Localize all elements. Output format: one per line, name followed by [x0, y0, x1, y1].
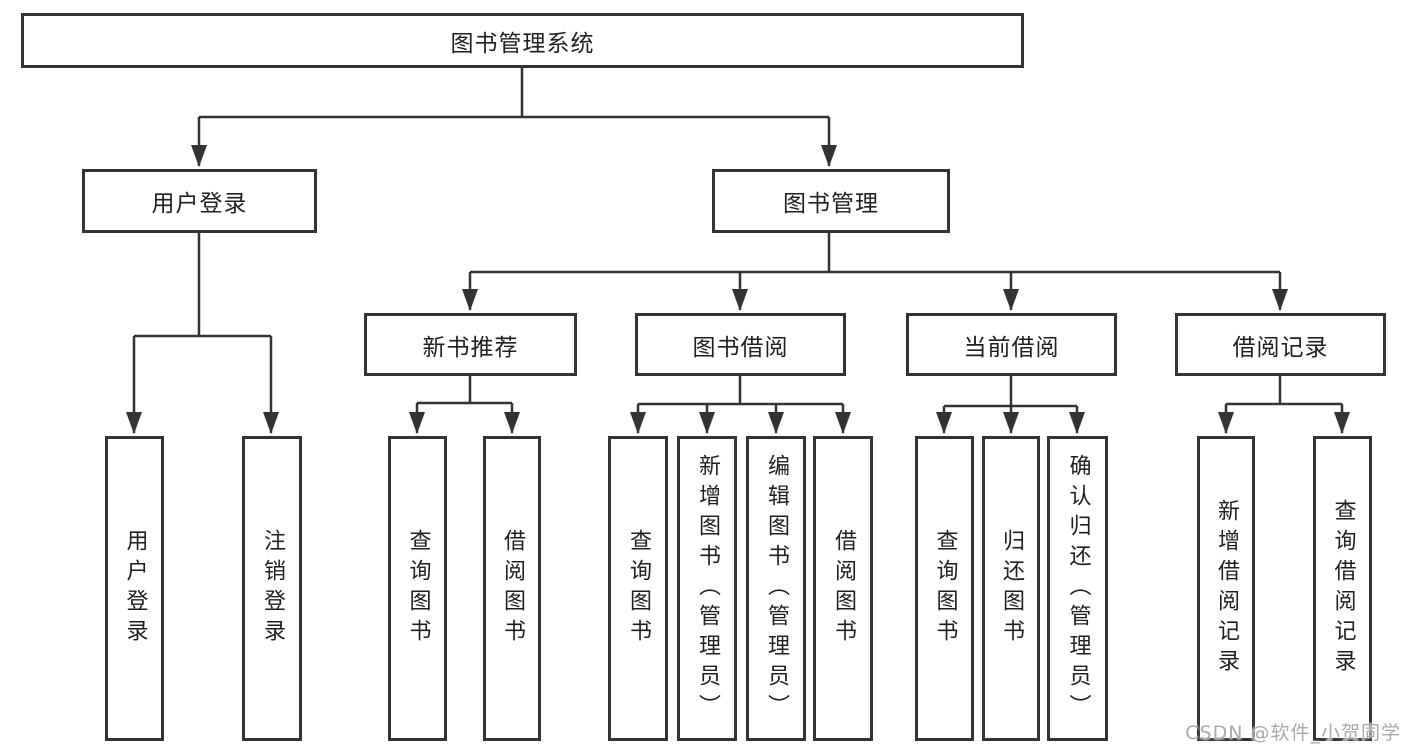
node-library-system: 图书管理系统 — [21, 13, 1024, 68]
connector-user-login — [126, 233, 279, 434]
leaf-cb-return-books: 归还图书 — [982, 436, 1040, 741]
leaf-nbr-borrow-books-label: 借阅图书 — [500, 528, 525, 649]
leaf-bb-query-books-label: 查询图书 — [626, 528, 651, 649]
connector-book-borrow — [630, 376, 851, 434]
leaf-cb-confirm-return-admin-label: 确认归还（管理员） — [1065, 453, 1091, 724]
node-current-borrow: 当前借阅 — [906, 313, 1117, 376]
leaf-bb-edit-books-admin: 编辑图书（管理员） — [746, 436, 806, 741]
leaf-bb-edit-books-admin-label: 编辑图书（管理员） — [764, 453, 789, 724]
connector-root — [191, 68, 837, 167]
csdn-watermark: CSDN @软件_小贺同学 — [1185, 722, 1401, 744]
leaf-nbr-query-books: 查询图书 — [388, 436, 447, 741]
connector-new-book-rec — [409, 376, 520, 434]
leaf-br-query-record: 查询借阅记录 — [1313, 436, 1372, 741]
leaf-logout-label: 注销登录 — [260, 528, 285, 649]
leaf-bb-borrow-books: 借阅图书 — [813, 436, 873, 741]
leaf-user-login: 用户登录 — [105, 436, 164, 741]
leaf-bb-add-books-admin-label: 新增图书（管理员） — [695, 453, 720, 724]
leaf-nbr-query-books-label: 查询图书 — [405, 528, 431, 649]
connector-current-borrow — [936, 376, 1085, 434]
leaf-cb-confirm-return-admin: 确认归还（管理员） — [1047, 436, 1108, 741]
node-book-borrow: 图书借阅 — [635, 313, 846, 376]
leaf-bb-add-books-admin: 新增图书（管理员） — [677, 436, 737, 741]
leaf-logout: 注销登录 — [242, 436, 302, 741]
node-book-mgmt: 图书管理 — [712, 169, 950, 233]
node-borrow-records: 借阅记录 — [1175, 313, 1386, 376]
leaf-br-add-record: 新增借阅记录 — [1197, 436, 1255, 741]
leaf-bb-borrow-books-label: 借阅图书 — [831, 528, 856, 649]
leaf-cb-query-books: 查询图书 — [915, 436, 974, 741]
connector-borrow-records — [1218, 376, 1350, 434]
leaf-nbr-borrow-books: 借阅图书 — [483, 436, 541, 741]
node-new-book-rec: 新书推荐 — [364, 313, 577, 376]
leaf-user-login-label: 用户登录 — [122, 528, 148, 649]
leaf-cb-query-books-label: 查询图书 — [932, 528, 958, 649]
node-user-login: 用户登录 — [82, 169, 317, 233]
connector-book-mgmt — [462, 233, 1288, 311]
leaf-bb-query-books: 查询图书 — [608, 436, 668, 741]
leaf-br-add-record-label: 新增借阅记录 — [1214, 498, 1239, 679]
leaf-br-query-record-label: 查询借阅记录 — [1330, 498, 1356, 679]
leaf-cb-return-books-label: 归还图书 — [999, 528, 1024, 649]
